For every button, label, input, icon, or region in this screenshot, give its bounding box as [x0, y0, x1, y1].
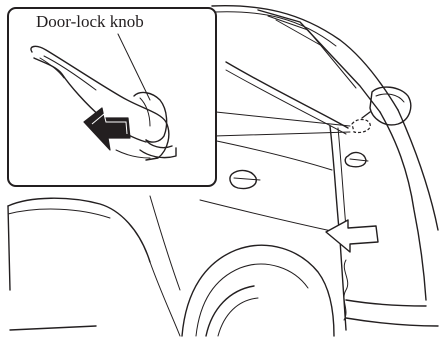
direction-arrow-icon	[326, 220, 378, 252]
callout-inset	[8, 8, 216, 186]
door-lock-knob-label: Door-lock knob	[36, 12, 212, 32]
